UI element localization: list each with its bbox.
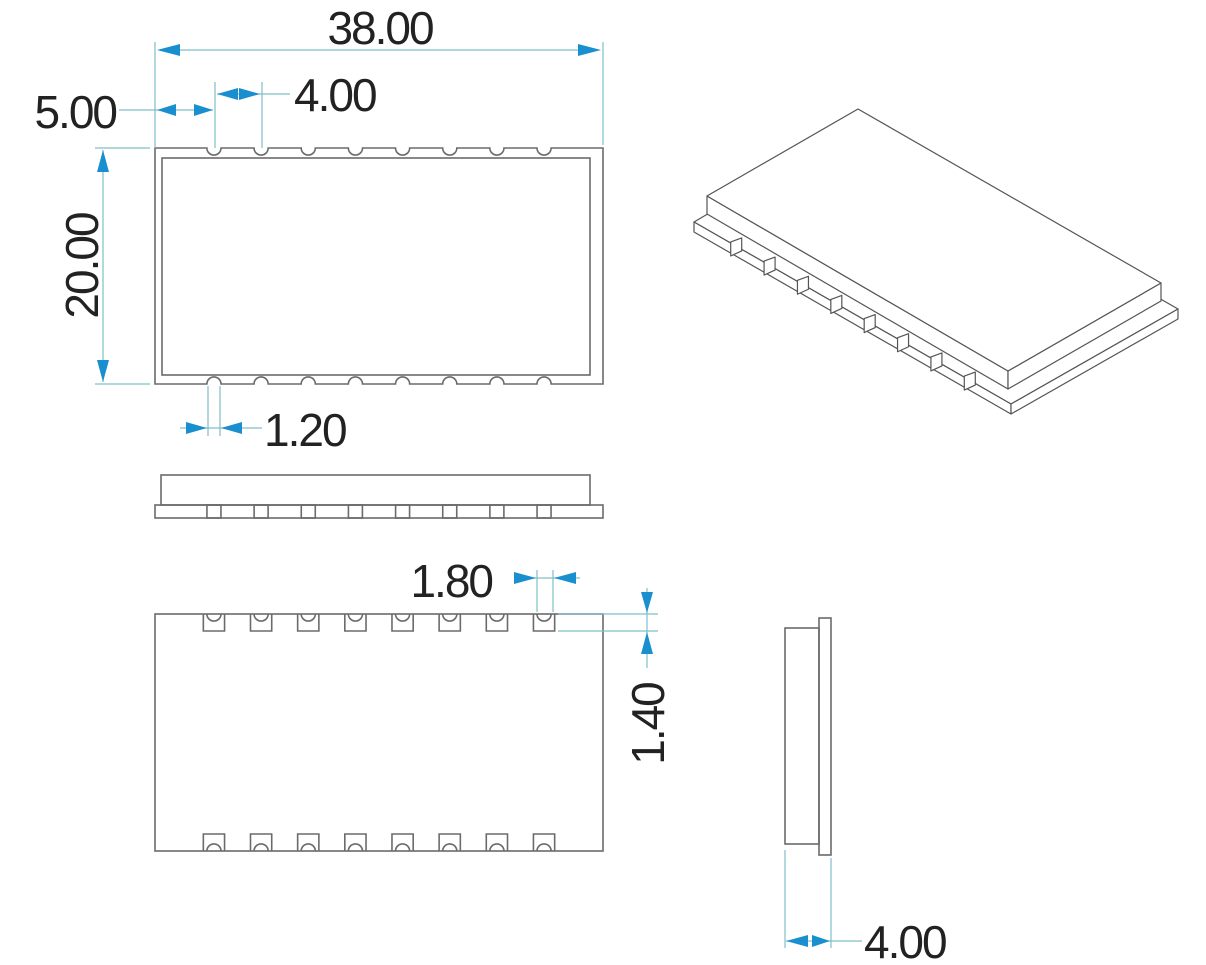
iso-pad (730, 237, 743, 257)
dim-height: 4.00 (784, 850, 948, 965)
arrow-right (186, 422, 207, 434)
arrow-right (812, 935, 830, 947)
iso-pcb-side (1010, 308, 1179, 415)
bottom-view-pad (296, 613, 320, 632)
arrow-right (194, 104, 213, 116)
arrow-up (97, 150, 109, 172)
iso-pad (763, 256, 776, 276)
bottom-view-pad (344, 613, 367, 632)
arrow-left (157, 44, 180, 56)
side-view-pad (394, 504, 411, 519)
bottom-view-pad (249, 833, 273, 852)
side-view (154, 474, 604, 519)
bottom-view-pad (485, 833, 509, 852)
iso-pad (930, 352, 943, 372)
end-view (784, 617, 832, 856)
dim-first-pad-offset: 5.00 (34, 82, 216, 148)
dim-overall-width: 20.00 (56, 147, 150, 385)
dim-label-1-20: 1.20 (264, 404, 346, 456)
isometric-view (693, 108, 1179, 415)
arrow-left (554, 572, 576, 584)
bottom-view-pad (202, 613, 226, 632)
arrow-up (641, 632, 653, 654)
bottom-view-pad (249, 613, 273, 632)
dim-pad-width: 1.80 (410, 555, 580, 612)
iso-pad (896, 333, 910, 353)
arrow-down (641, 592, 653, 613)
side-view-pad (253, 504, 269, 519)
dim-label-1-80: 1.80 (410, 555, 492, 607)
top-view (154, 147, 604, 385)
side-view-pad (300, 504, 317, 519)
arrow-down (97, 360, 109, 382)
dim-label-5: 5.00 (34, 86, 116, 138)
side-view-pcb (154, 504, 604, 519)
dim-castellation-diameter: 1.20 (180, 386, 348, 456)
bottom-view-pad (485, 613, 509, 632)
arrow-left (217, 88, 238, 100)
iso-pad (830, 294, 843, 315)
bottom-view-pad (391, 833, 414, 852)
side-view-pad (206, 504, 222, 519)
end-view-shield (784, 627, 820, 845)
bottom-view-pad (296, 833, 320, 852)
bottom-view-outline (154, 613, 604, 852)
arrow-left (157, 104, 176, 116)
side-view-pad (347, 504, 364, 519)
dim-pad-depth: 1.40 (558, 588, 674, 765)
iso-pads (730, 237, 976, 391)
dim-label-38: 38.00 (327, 2, 433, 54)
top-view-outline (154, 147, 604, 385)
iso-pad (796, 275, 810, 295)
bottom-view-pad (344, 833, 367, 852)
top-view-shield-can (161, 157, 591, 376)
bottom-view-pad (438, 613, 462, 632)
bottom-view (154, 613, 604, 852)
arrow-left (786, 935, 808, 947)
dim-label-1-40: 1.40 (622, 683, 674, 765)
iso-pad (963, 371, 976, 391)
dim-overall-length: 38.00 (154, 2, 604, 148)
side-view-shield (160, 474, 591, 506)
bottom-view-pad (391, 613, 414, 632)
bottom-view-pad (532, 833, 556, 852)
arrow-left (221, 422, 242, 434)
dim-label-4-pitch: 4.00 (294, 69, 376, 121)
side-view-pad (489, 504, 505, 519)
side-view-pad (536, 504, 552, 519)
dim-label-20: 20.00 (56, 213, 108, 319)
bottom-view-pad (438, 833, 462, 852)
arrow-right (514, 572, 536, 584)
iso-shield-top (706, 108, 1162, 372)
side-view-pad (441, 504, 458, 519)
dim-pad-pitch: 4.00 (217, 69, 378, 148)
bottom-view-pad (532, 613, 556, 632)
bottom-view-pad (202, 833, 226, 852)
dim-label-4-height: 4.00 (864, 916, 946, 965)
arrow-right (239, 88, 260, 100)
iso-pad (863, 313, 876, 334)
arrow-right (578, 44, 601, 56)
end-view-pcb (818, 617, 832, 856)
